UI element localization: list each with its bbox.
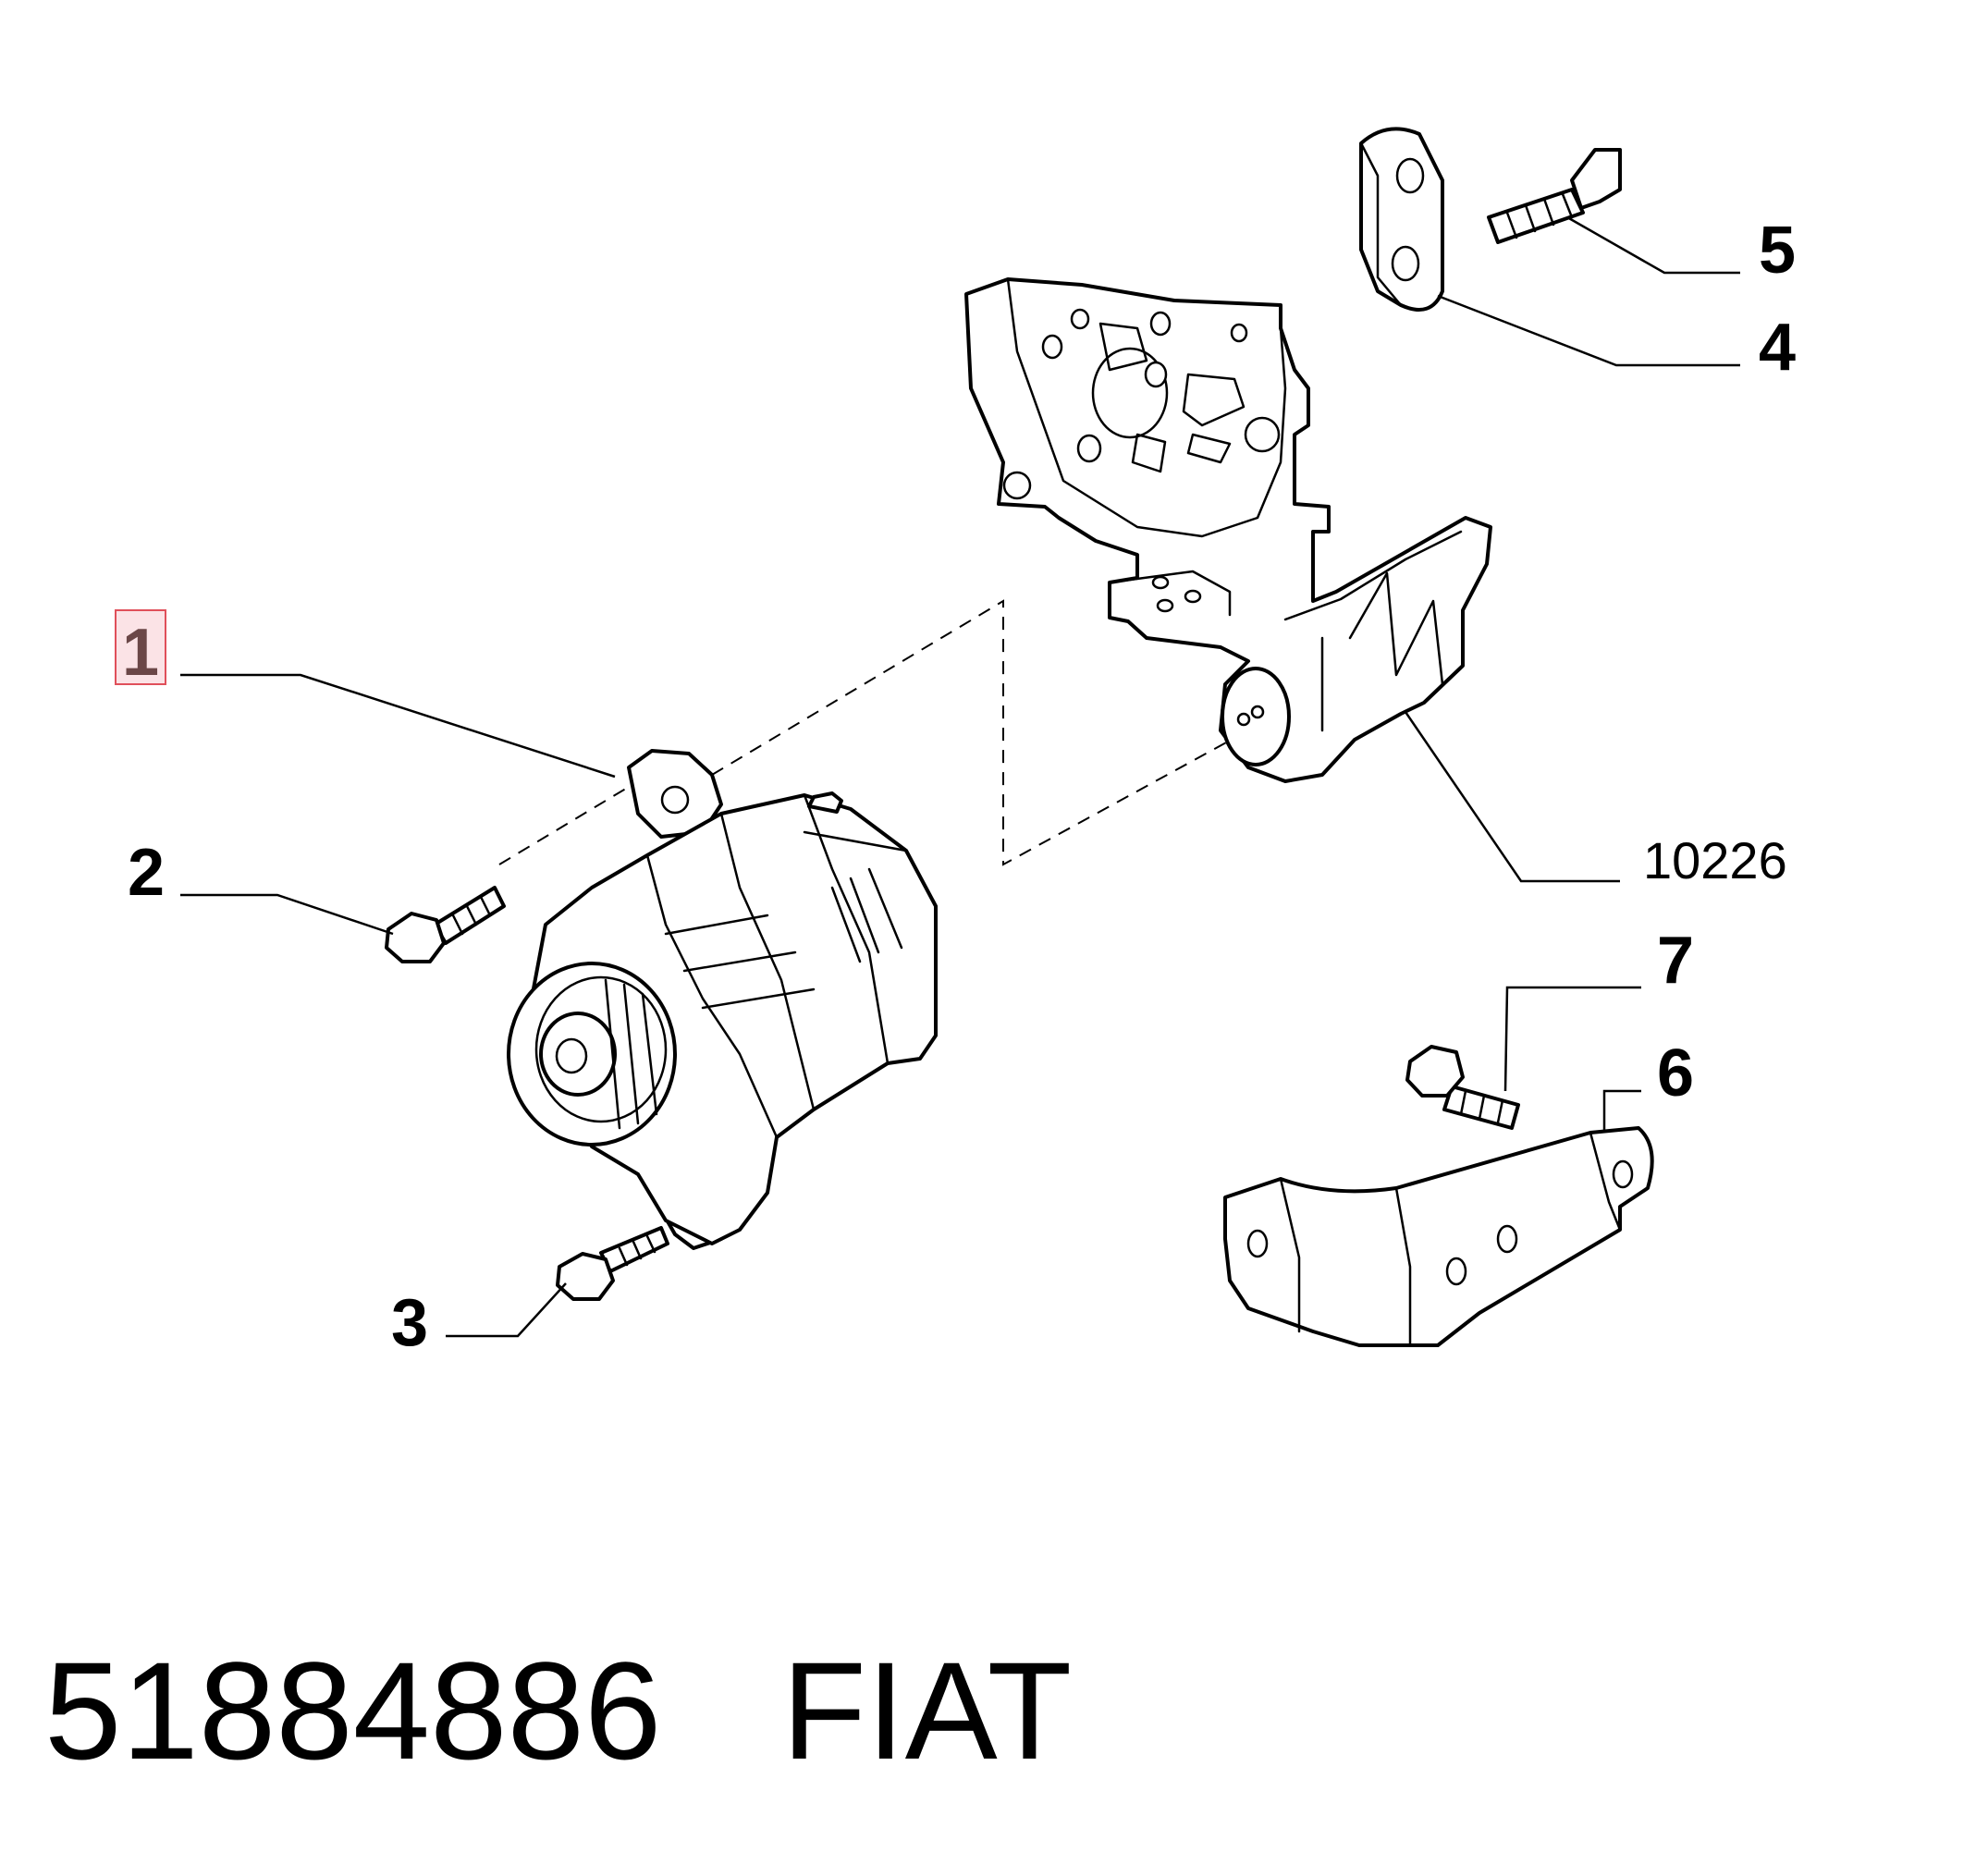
spacer-plate-drawing — [1359, 127, 1444, 312]
bolt-2-drawing — [385, 886, 506, 963]
callout-5-label[interactable]: 5 — [1759, 214, 1796, 288]
leader-lines — [180, 215, 1740, 1338]
callout-6-label[interactable]: 6 — [1657, 1036, 1694, 1110]
callout-7-label[interactable]: 7 — [1657, 924, 1694, 998]
brand-name: FIAT — [781, 1633, 1073, 1788]
callout-labels: 1 2 3 4 5 6 7 10226 — [115, 214, 1796, 1360]
alternator-drawing — [507, 749, 938, 1250]
part-number: 51884886 — [44, 1633, 662, 1788]
callout-1-highlight-box — [115, 609, 166, 685]
footer: 51884886 FIAT — [44, 1627, 1072, 1794]
callout-1-label[interactable]: 1 — [122, 616, 159, 690]
callout-3-label[interactable]: 3 — [391, 1286, 428, 1360]
lower-bracket-drawing — [1223, 1126, 1654, 1347]
assembly-guide-lines — [498, 599, 1249, 866]
bolt-7-drawing — [1405, 1045, 1520, 1130]
callout-2-label[interactable]: 2 — [128, 836, 165, 910]
bolt-3-drawing — [556, 1226, 669, 1301]
callout-4-label[interactable]: 4 — [1759, 311, 1796, 385]
callout-10226-label[interactable]: 10226 — [1643, 831, 1787, 889]
bolt-5-drawing — [1487, 148, 1622, 244]
parts-diagram: 1 2 3 4 5 6 7 10226 — [115, 127, 1796, 1360]
engine-bracket-drawing — [964, 277, 1492, 783]
